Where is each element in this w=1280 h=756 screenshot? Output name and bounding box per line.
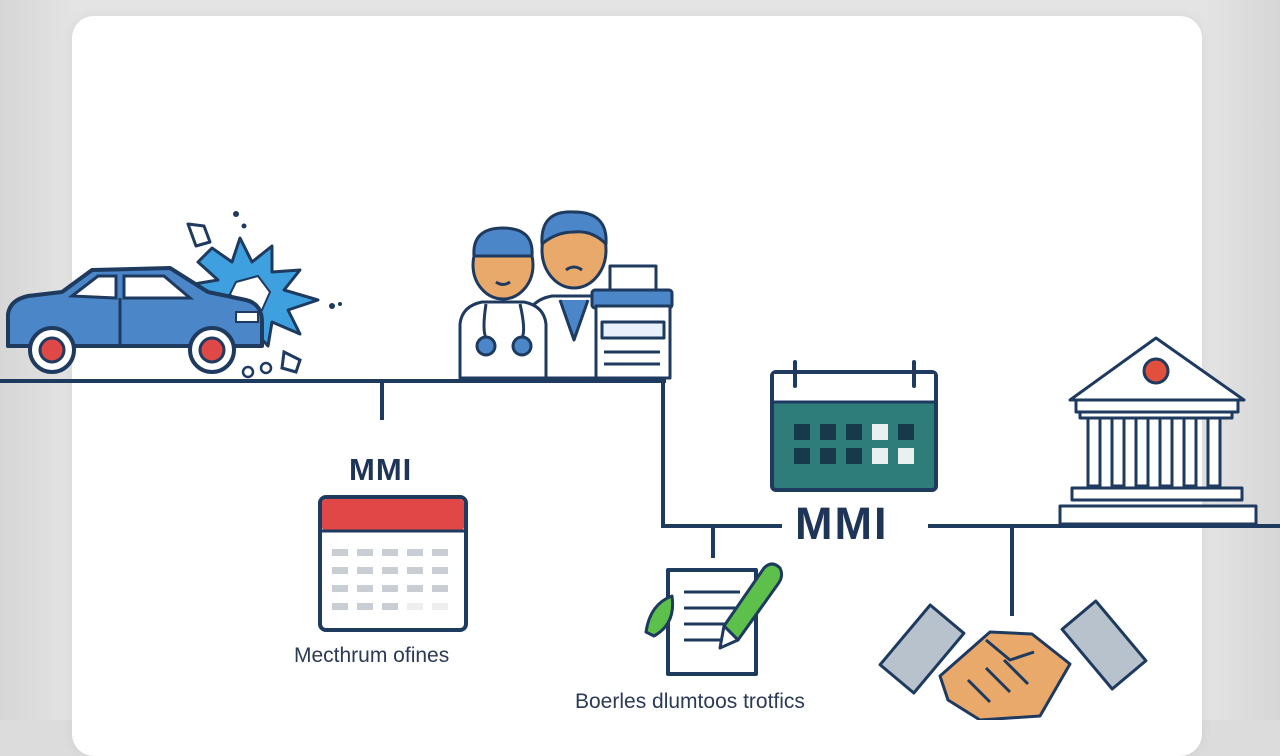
calendar-red-cell bbox=[382, 567, 398, 574]
calendar-red-cell bbox=[432, 549, 448, 556]
calendar-red-cell bbox=[432, 585, 448, 592]
calendar-teal-cell bbox=[898, 448, 914, 464]
calendar-teal-cell bbox=[820, 424, 836, 440]
timeline-lines bbox=[0, 379, 1280, 616]
mmi-label-large: MMI bbox=[789, 498, 895, 550]
calendar-red-cell bbox=[332, 567, 348, 574]
calendar-red-cell bbox=[357, 603, 373, 610]
calendar-red-icon bbox=[318, 495, 468, 632]
car-crash-icon bbox=[6, 211, 342, 379]
document-pen-icon bbox=[644, 562, 784, 676]
calendar-caption: Mecthrum ofines bbox=[294, 644, 450, 667]
calendar-red-cell bbox=[407, 585, 423, 592]
calendar-red-cell bbox=[407, 603, 423, 610]
calendar-teal-cell bbox=[872, 424, 888, 440]
calendar-teal-cell bbox=[846, 448, 862, 464]
calendar-red-cell bbox=[382, 603, 398, 610]
calendar-red-cell bbox=[407, 567, 423, 574]
calendar-teal-cell bbox=[794, 448, 810, 464]
calendar-red-cell bbox=[432, 567, 448, 574]
medical-equipment-icon bbox=[590, 264, 674, 380]
calendar-red-cell bbox=[357, 585, 373, 592]
handshake-icon bbox=[878, 599, 1148, 720]
calendar-red-grid bbox=[332, 549, 448, 610]
courthouse-icon bbox=[1058, 336, 1258, 526]
calendar-red-cell bbox=[432, 603, 448, 610]
mmi-label-small: MMI bbox=[349, 452, 413, 487]
calendar-red-cell bbox=[332, 585, 348, 592]
calendar-red-cell bbox=[332, 549, 348, 556]
calendar-teal-cell bbox=[846, 424, 862, 440]
calendar-red-cell bbox=[382, 549, 398, 556]
document-caption: Boerles dlumtoos trotfics bbox=[575, 690, 805, 713]
calendar-teal-grid bbox=[794, 424, 914, 464]
timeline-diagram bbox=[0, 210, 1280, 720]
calendar-teal-cell bbox=[794, 424, 810, 440]
calendar-red-cell bbox=[382, 585, 398, 592]
calendar-red-cell bbox=[357, 549, 373, 556]
calendar-red-cell bbox=[332, 603, 348, 610]
calendar-red-cell bbox=[357, 567, 373, 574]
calendar-red-cell bbox=[407, 549, 423, 556]
calendar-teal-cell bbox=[820, 448, 836, 464]
calendar-teal-cell bbox=[872, 448, 888, 464]
calendar-teal-cell bbox=[898, 424, 914, 440]
